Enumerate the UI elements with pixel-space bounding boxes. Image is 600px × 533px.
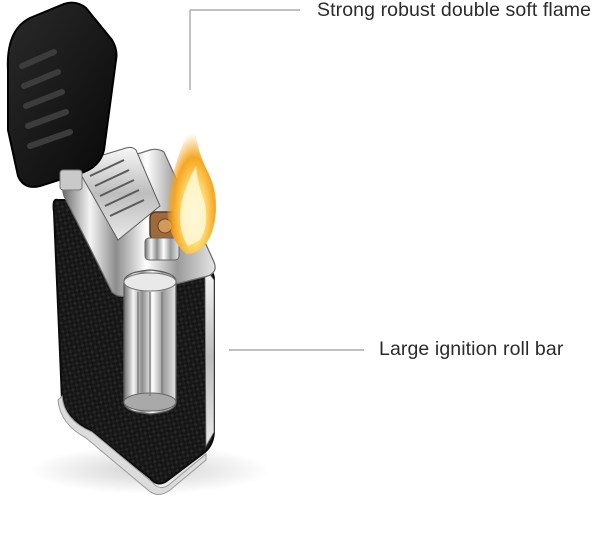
- chimney-grill: [89, 159, 145, 217]
- chrome-side-strip: [204, 266, 215, 448]
- flame-callout-label: Strong robust double soft flame: [317, 0, 592, 21]
- roll-bar-callout-label: Large ignition roll bar: [379, 338, 564, 360]
- chrome-bottom-edge: [57, 394, 207, 495]
- roll-bar-grooves: [137, 292, 163, 396]
- lid-hinge: [59, 169, 83, 191]
- lid-grooves: [19, 49, 73, 149]
